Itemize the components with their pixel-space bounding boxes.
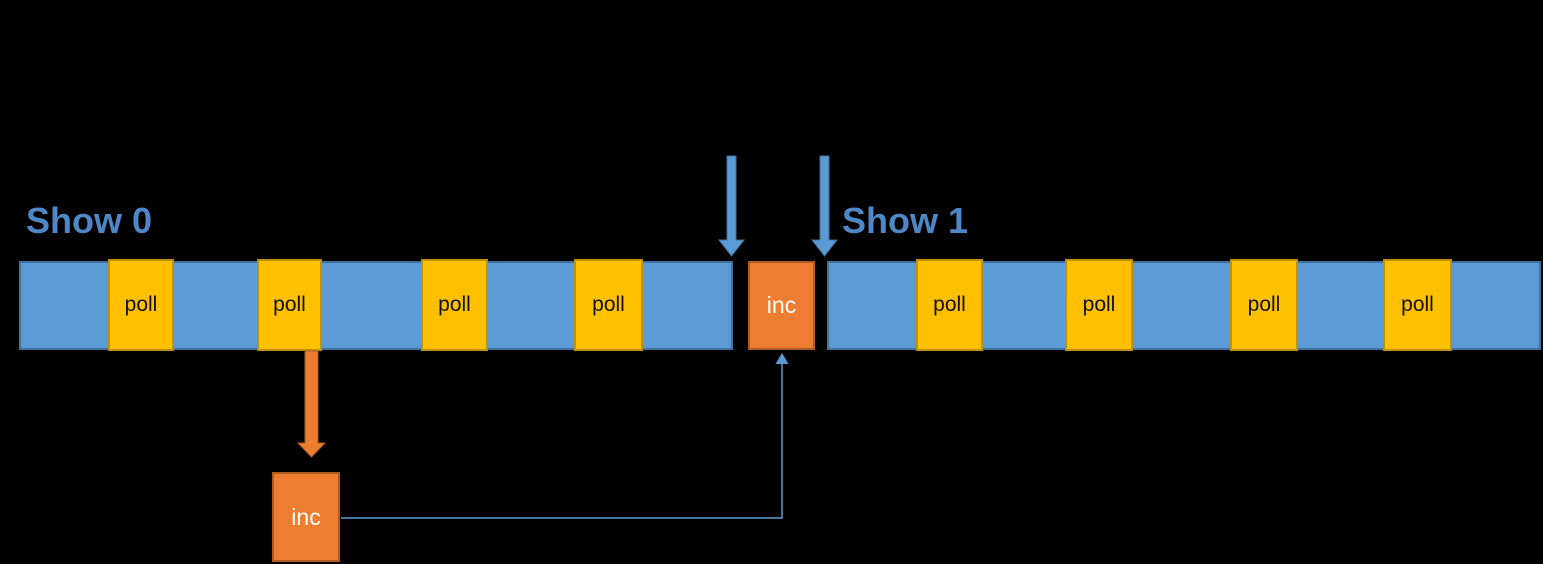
show1-label: Show 1: [842, 200, 969, 241]
poll-block-0: poll: [108, 259, 174, 351]
show0-end-arrow-icon: [717, 155, 746, 257]
handler-inc-box: inc: [272, 472, 340, 562]
poll-block-5: poll: [1065, 259, 1133, 351]
inc-callback-arrowhead-icon: [775, 353, 789, 364]
handler-inc-label: inc: [291, 503, 321, 530]
poll-to-inc-arrow-icon: [296, 350, 327, 458]
timeline-inc-block: inc: [748, 261, 815, 350]
poll-block-7: poll: [1383, 259, 1452, 351]
poll-block-3: poll: [574, 259, 643, 351]
inc-callback-connector-line: [341, 364, 783, 519]
show1-start-arrow-icon: [810, 155, 839, 257]
poll-block-6: poll: [1230, 259, 1298, 351]
show0-label: Show 0: [26, 200, 153, 241]
poll-block-4: poll: [916, 259, 983, 351]
poll-block-1: poll: [257, 259, 322, 351]
poll-block-2: poll: [421, 259, 488, 351]
